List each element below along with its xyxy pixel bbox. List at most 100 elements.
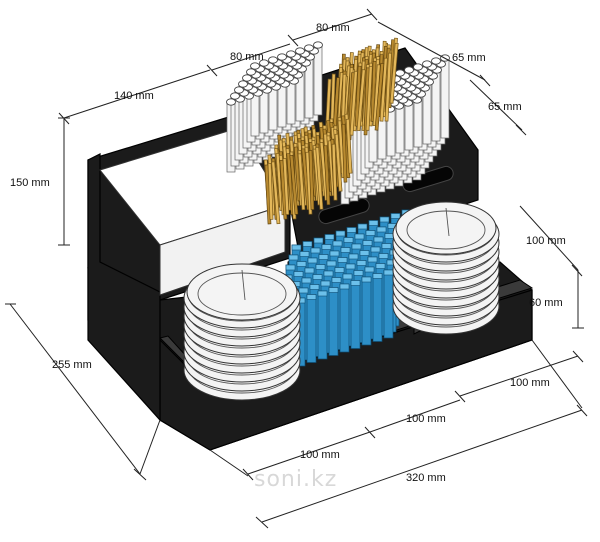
straw-top — [246, 68, 256, 76]
sugar-stick-top — [328, 287, 339, 293]
sugar-stick-top — [346, 227, 357, 233]
sugar-stick-top — [331, 277, 342, 283]
label-100-front-mid: 100 mm — [406, 413, 446, 425]
handle-slot-right — [402, 165, 454, 193]
sugar-stick — [372, 273, 383, 342]
sugar-stick-top — [293, 271, 304, 277]
cup-lids-group — [183, 201, 500, 401]
straw-top — [242, 74, 252, 82]
sugar-stick-top — [390, 213, 401, 219]
lid-seam — [445, 207, 450, 237]
sugar-stick-top — [310, 247, 321, 254]
sugar-stick-top — [367, 256, 378, 263]
sugar-stick — [328, 287, 339, 356]
stirrer — [308, 150, 315, 210]
sugar-stick-top — [332, 240, 343, 247]
label-255: 255 mm — [52, 359, 92, 371]
straw-top — [313, 41, 323, 49]
napkin-front — [159, 204, 286, 296]
label-60-right: 60 mm — [529, 297, 563, 309]
sugar-stick-top — [354, 233, 365, 240]
label-100-lower-right: 100 mm — [510, 377, 550, 389]
sugar-stick-top — [357, 223, 368, 230]
straw-top — [230, 92, 240, 100]
straw-top — [395, 69, 405, 77]
sugar-stick-top — [375, 263, 386, 269]
sugar-stick-top — [301, 277, 312, 284]
sugar-stick-top — [317, 290, 328, 297]
label-80-top: 80 mm — [316, 22, 350, 34]
sugar-stick-top — [337, 257, 348, 263]
straw-top — [259, 59, 269, 67]
sugar-stick-top — [378, 253, 389, 259]
straw-top — [238, 80, 248, 88]
stirrer — [282, 158, 290, 215]
sugar-stick-top — [329, 250, 340, 257]
sugar-stick-top — [309, 284, 320, 290]
stirrer — [331, 143, 338, 201]
sugar-stick-top — [381, 243, 392, 249]
sugar-stick-top — [318, 254, 329, 260]
sugar-stick-top — [323, 270, 334, 277]
straw-top — [250, 62, 260, 70]
sugar-stick-top — [312, 274, 323, 280]
sugar-stick-top — [353, 270, 364, 276]
sugar-stick-top — [348, 253, 359, 260]
sugar-stick — [383, 269, 394, 339]
straw-top — [295, 47, 305, 55]
sugar-stick-top — [356, 260, 367, 266]
sugar-stick-top — [376, 226, 387, 233]
sugar-stick-top — [299, 251, 310, 257]
sugar-stick-top — [288, 254, 299, 261]
stirrer — [365, 65, 373, 131]
stirrer — [374, 62, 385, 131]
straw-top — [234, 86, 244, 94]
straw-top — [431, 57, 441, 65]
straw-top — [226, 98, 236, 106]
straw-top — [304, 44, 314, 52]
sugar-stick-top — [342, 273, 353, 280]
straw-top — [268, 56, 278, 64]
sugar-stick-top — [345, 263, 356, 270]
straw-top — [286, 50, 296, 58]
sugar-stick — [317, 290, 328, 360]
sugar-stick-top — [335, 230, 346, 237]
stirrer — [356, 69, 366, 132]
dimension-lines — [5, 8, 588, 529]
sugar-stick-top — [285, 264, 296, 271]
sugar-stick-top — [326, 260, 337, 267]
sugar-stick-top — [313, 237, 324, 244]
sugar-stick-top — [364, 266, 375, 273]
sugar-stick-top — [351, 243, 362, 250]
sugar-stick-top — [320, 280, 331, 287]
sugar-stick-top — [350, 280, 361, 286]
straw-body — [440, 57, 450, 139]
label-65-lower: 65 mm — [488, 101, 522, 113]
sugar-stick-top — [370, 246, 381, 253]
stirrer — [289, 155, 299, 215]
sugar-stick-top — [302, 241, 313, 247]
sugar-stick — [361, 276, 372, 346]
straw-top — [404, 66, 414, 74]
stirrer — [341, 123, 348, 183]
sugar-stick-top — [361, 276, 372, 283]
straw-top — [277, 53, 287, 61]
stirrer — [323, 145, 331, 206]
sugar-stick — [350, 280, 361, 349]
sugar-stick-top — [324, 234, 335, 240]
stirrer — [354, 65, 362, 127]
sugar-stick-top — [359, 250, 370, 256]
label-320: 320 mm — [406, 472, 446, 484]
sugar-stick-top — [365, 230, 376, 236]
straw-body — [313, 44, 323, 116]
sugar-stick-top — [373, 236, 384, 243]
stirrer — [271, 161, 281, 225]
sugar-stick-top — [362, 240, 373, 246]
sugar-stick-top — [298, 287, 309, 294]
sugar-stick-top — [343, 237, 354, 243]
sugar-stick-top — [334, 267, 345, 273]
sugar-stick-top — [306, 294, 317, 300]
sugar-stick-top — [291, 244, 302, 251]
